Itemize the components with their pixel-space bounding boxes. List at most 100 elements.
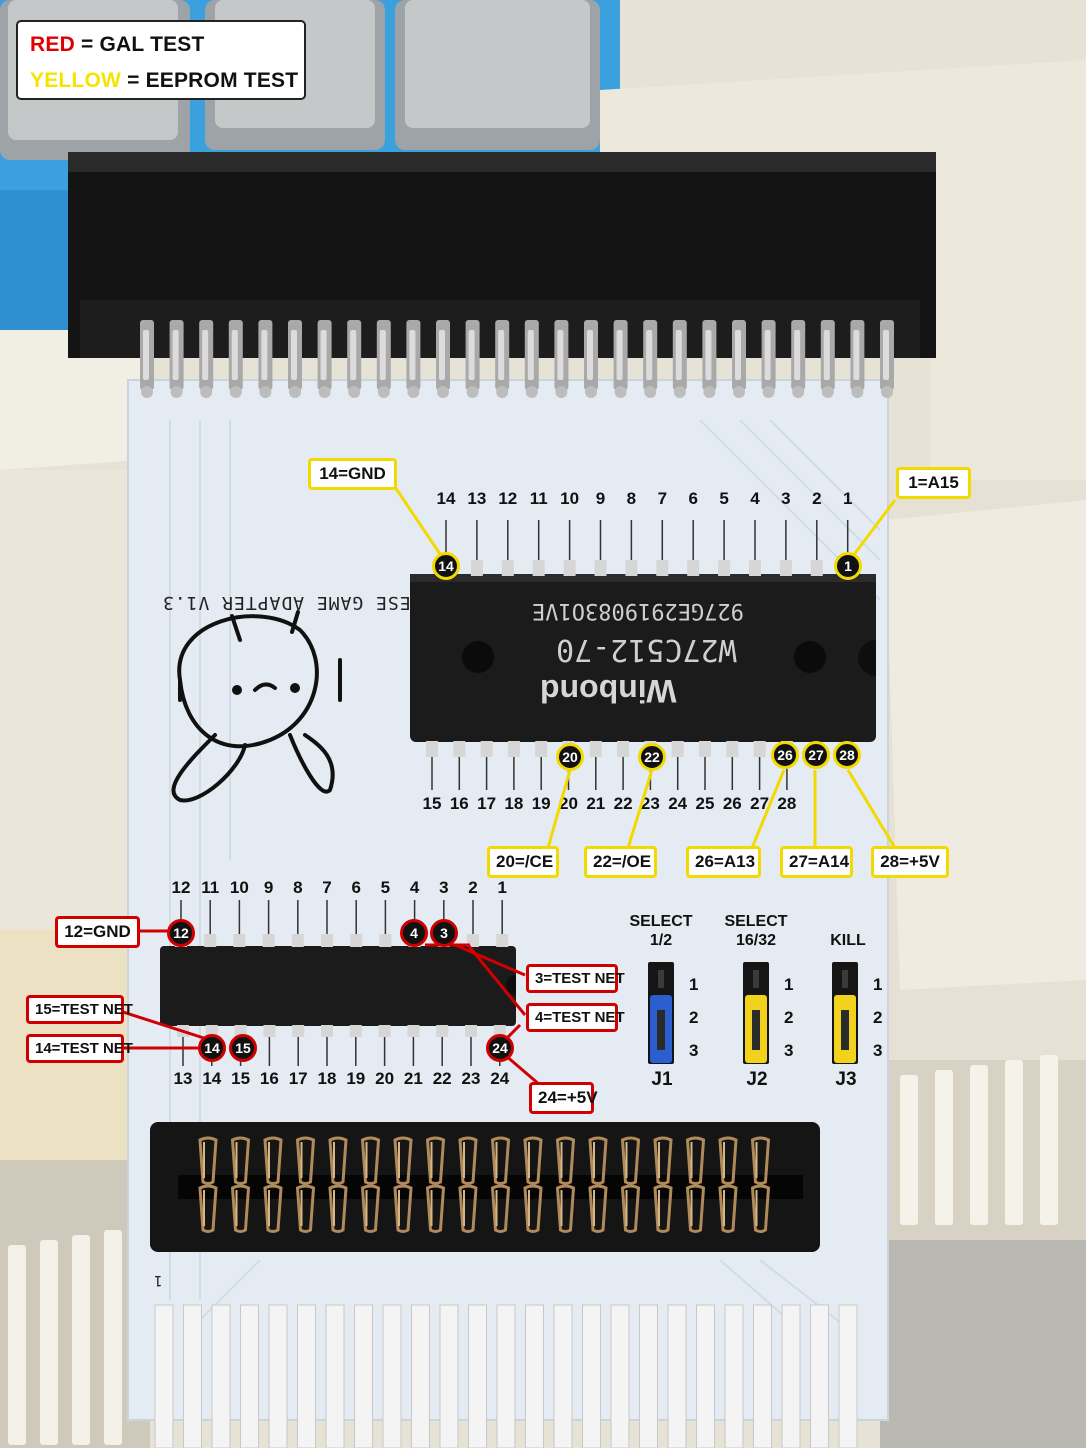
eeprom-top-pin [470,560,483,576]
eeprom-bottom-pin-number: 28 [777,794,797,813]
edge-finger [553,1304,573,1448]
gal-pin15-marker: 15 [229,1034,257,1062]
gal-bottom-pin [292,1025,305,1037]
gal-bottom-pin [407,1025,420,1037]
gal-pin3-label: 3=TEST NET [526,964,625,993]
eeprom-top-pin [779,560,792,576]
eeprom-pin1-marker: 1 [834,552,862,580]
eeprom-bottom-pin [507,741,520,757]
gal-top-pin-number: 9 [263,878,274,897]
eeprom-top-pin [810,560,823,576]
gal-pin15-label: 15=TEST NET [26,995,133,1024]
jumper-pin-number: 1 [689,975,699,994]
eeprom-top-pin-number: 13 [467,489,487,508]
legend-eeprom-row: YELLOW = EEPROM TEST [30,69,298,93]
edge-finger [468,1304,487,1448]
eeprom-top-pin-number: 11 [529,489,548,508]
jumper-pin-number: 1 [873,975,883,994]
jumper-title-line1: SELECT [629,913,693,930]
legend-red-word: RED [30,33,75,56]
edge-finger [753,1304,772,1448]
eeprom-bottom-pin [617,741,630,757]
eeprom-ce-label: 20=/CE [487,846,559,878]
gal-bottom-pin-number: 15 [231,1069,251,1088]
eeprom-top-pin [594,560,607,576]
gal-pin12-marker: 12 [167,919,195,947]
eeprom-pin20-marker: 20 [556,743,584,771]
jumper-name: J3 [835,1069,857,1090]
gal-top-pin [233,934,246,947]
edge-finger [240,1304,259,1448]
gal-bottom-pin-number: 19 [346,1069,366,1088]
eeprom-bottom-pin [726,741,739,757]
edge-finger [325,1304,345,1448]
gal-bottom-pin [263,1025,276,1037]
gal-pin4-label: 4=TEST NET [526,1003,625,1032]
gal-top-pin [379,934,392,947]
eeprom-a14-label: 27=A14 [780,846,853,878]
eeprom-bottom-pin [426,741,438,757]
edge-finger [724,1304,744,1448]
eeprom-bottom-pin-number: 23 [640,794,660,813]
gal-gnd-label: 12=GND [55,916,140,948]
eeprom-gnd-label: 14=GND [308,458,397,490]
gal-bottom-pin-number: 24 [490,1069,510,1088]
jumper-title-line1: SELECT [724,913,788,930]
gal-bottom-pin-number: 20 [375,1069,395,1088]
gal-bottom-pin [436,1025,449,1037]
gal-top-pin [467,934,479,947]
gal-bottom-pin [465,1025,477,1037]
eeprom-bottom-pin-number: 19 [531,794,551,813]
eeprom-vcc-label: 28=+5V [871,846,949,878]
gal-pin3-marker: 3 [430,919,458,947]
eeprom-top-pin [656,560,669,576]
jumper-pin-number: 3 [873,1041,883,1060]
edge-finger [696,1304,715,1448]
gal-bottom-pin-number: 13 [173,1069,193,1088]
edge-finger [610,1304,630,1448]
eeprom-brand: Winbond [540,673,677,709]
eeprom-top-pin-number: 14 [436,489,456,508]
edge-finger [268,1304,288,1448]
eeprom-bottom-pin-number: 27 [750,794,770,813]
eeprom-top-pin [687,560,700,576]
eeprom-code: 927GE2919083O1VE [532,598,744,623]
jumper-name: J2 [746,1069,768,1090]
gal-bottom-pin-number: 14 [202,1069,222,1088]
eeprom-a13-label: 26=A13 [686,846,761,878]
eeprom-bottom-pin [671,741,684,757]
jumper-pin-number: 3 [689,1041,699,1060]
eeprom-pin27-marker: 27 [802,741,830,769]
gal-top-pin-number: 12 [171,878,191,897]
gal-bottom-pin [321,1025,333,1037]
gal-top-pin-number: 2 [468,878,478,897]
edge-finger [297,1304,316,1448]
gal-top-pin [321,934,333,947]
eeprom-bottom-pin [535,741,548,757]
eeprom-pin22-marker: 22 [638,743,666,771]
legend-yellow-text: = EEPROM TEST [121,69,299,92]
jumper-pin-number: 1 [784,975,794,994]
eeprom-bottom-pin [589,741,602,757]
eeprom-part: W27C512-70 [556,632,737,667]
eeprom-top-pin-number: 10 [560,489,580,508]
eeprom-bottom-pin-number: 24 [668,794,688,813]
eeprom-pin14-marker: 14 [432,552,460,580]
eeprom-oe-label: 22=/OE [584,846,657,878]
edge-finger [154,1304,174,1448]
edge-finger [439,1304,459,1448]
edge-finger [667,1304,687,1448]
gal-bottom-pin [349,1025,362,1037]
gal-bottom-pin [378,1025,391,1037]
eeprom-bottom-pin-number: 22 [613,794,633,813]
legend-red-text: = GAL TEST [74,33,205,56]
edge-finger [411,1304,430,1448]
edge-finger [781,1304,801,1448]
jumper-title-line2: 16/32 [735,932,777,949]
gal-bottom-pin [177,1025,189,1037]
eeprom-pin26-marker: 26 [771,741,799,769]
gal-bottom-pin-number: 22 [432,1069,452,1088]
gal-bottom-pin-number: 18 [317,1069,337,1088]
edge-finger [582,1304,601,1448]
eeprom-top-pin [718,560,731,576]
